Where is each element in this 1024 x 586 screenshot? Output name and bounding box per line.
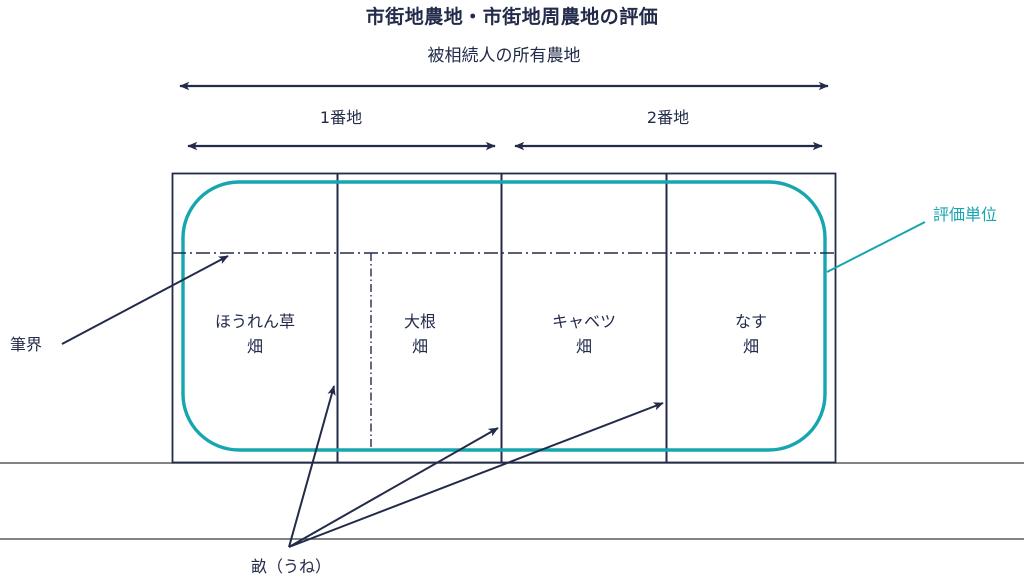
- callout-furrow: 畝（うね）: [250, 557, 332, 576]
- leader-furrow-group: [288, 385, 664, 548]
- subtitle-owner-farmland: 被相続人の所有農地: [427, 46, 581, 66]
- leader-parcel-boundary: [61, 255, 229, 345]
- ground-rules: [0, 462, 1024, 540]
- span-label-lot-1: 1番地: [319, 108, 363, 127]
- leader-furrow-2: [288, 427, 499, 548]
- leader-furrow-3: [288, 402, 664, 548]
- callout-parcel-boundary: 筆界: [10, 335, 43, 354]
- plot-label-daikon: 大根 畑: [403, 312, 437, 356]
- leader-valuation-unit: [826, 221, 926, 273]
- plot-label-spinach: ほうれん草 畑: [214, 312, 296, 356]
- land-outline: [171, 172, 837, 464]
- plot-label-eggplant: なす 畑: [734, 312, 768, 356]
- leader-furrow-1: [288, 385, 336, 548]
- plot-dividers: [336, 173, 668, 463]
- parcel-boundary-lines: [172, 252, 836, 450]
- page-title: 市街地農地・市街地周農地の評価: [365, 6, 659, 28]
- span-label-lot-2: 2番地: [646, 108, 690, 127]
- valuation-unit-outline: [181, 180, 827, 452]
- callout-valuation-unit: 評価単位: [933, 205, 998, 224]
- plot-label-cabbage: キャベツ 畑: [551, 312, 617, 356]
